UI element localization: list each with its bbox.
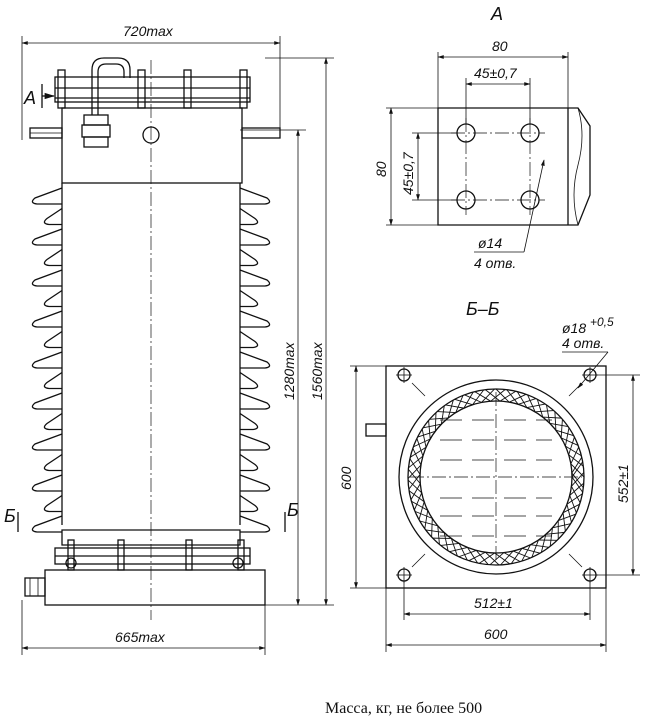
view-a-title: А: [490, 4, 503, 24]
section-bb-dim-height-label: 600: [338, 466, 354, 490]
section-mark-left: Б: [4, 506, 16, 526]
section-bb-hole-diameter: ø18: [562, 320, 586, 336]
section-bb-title: Б–Б: [466, 299, 500, 319]
dim-label-top: 720max: [123, 23, 174, 39]
view-a-dim-height-label: 80: [373, 161, 389, 177]
view-marker-a: А: [23, 88, 36, 108]
section-bb: Б–Б ø18 +0,5 4 отв.: [338, 299, 640, 652]
insulation-hatching: [407, 388, 585, 566]
front-view: 720max 1560max 1280max А: [4, 23, 334, 655]
section-bb-dim-width-label: 600: [484, 626, 508, 642]
section-bb-dim-spacing-x-label: 512±1: [474, 595, 513, 611]
dim-label-total-height: 1560max: [309, 341, 325, 400]
insulator-sheds: [31, 187, 271, 546]
section-mark-right: Б: [287, 500, 299, 520]
section-bb-dim-spacing-y-label: 552±1: [615, 464, 631, 503]
view-a-hole-diameter: ø14: [478, 235, 502, 251]
view-a-hole-count: 4 отв.: [474, 255, 516, 271]
view-a-dim-width-label: 80: [492, 38, 508, 54]
section-bb-hole-tolerance: +0,5: [590, 315, 614, 329]
dim-label-insulator-height: 1280max: [281, 341, 297, 400]
base-plate: [385, 365, 607, 589]
view-a-dim-spacing-x-label: 45±0,7: [474, 65, 518, 81]
dim-label-bottom: 665max: [115, 629, 166, 645]
mass-caption: Масса, кг, не более 500: [325, 700, 483, 717]
section-bb-hole-count: 4 отв.: [562, 335, 604, 351]
view-a: А 80 45±0,7 80 45±0,7 ø14: [373, 4, 591, 271]
view-a-dim-spacing-y-label: 45±0,7: [400, 151, 416, 195]
